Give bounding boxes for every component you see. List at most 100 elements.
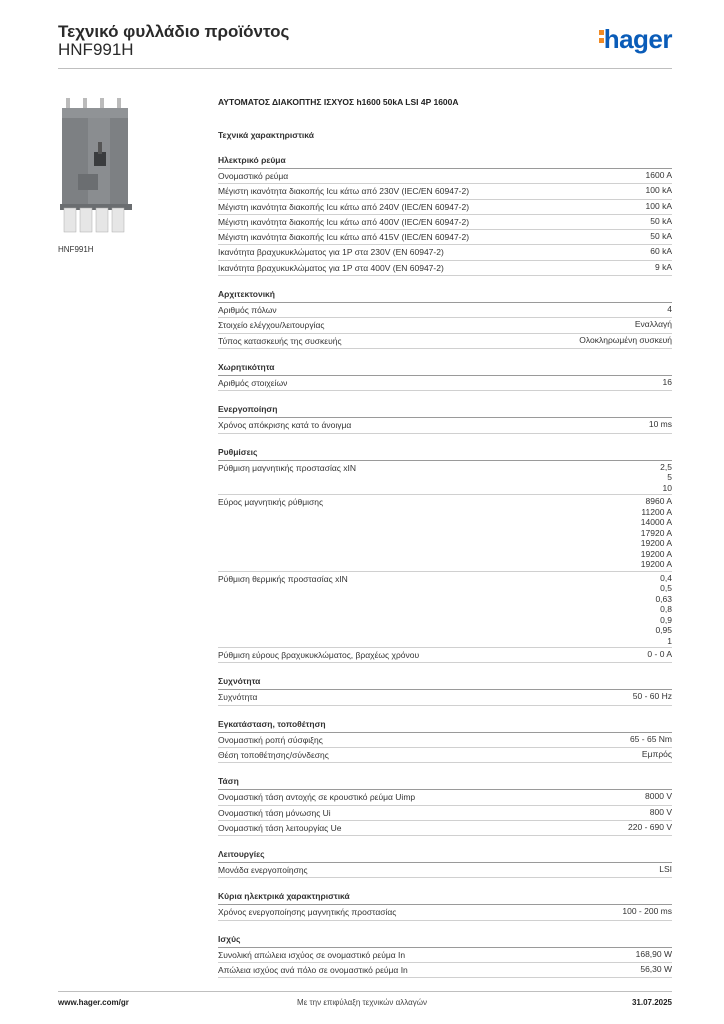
hager-logo: hager: [598, 24, 673, 55]
spec-row: Ικανότητα βραχυκυκλώματος για 1P στα 400…: [218, 261, 672, 277]
spec-value: 168,90 W: [635, 948, 672, 959]
section-title: Κύρια ηλεκτρικά χαρακτηριστικά: [218, 891, 672, 906]
spec-label: Μέγιστη ικανότητα διακοπής Icu κάτω από …: [218, 216, 470, 227]
spec-label: Ονομαστική τάση μόνωσης Ui: [218, 807, 331, 818]
spec-values: 9 kA: [655, 262, 672, 273]
spec-values: Ολοκληρωμένη συσκευή: [579, 335, 672, 346]
spec-value: 0,63: [655, 593, 672, 604]
spec-value: 65 - 65 Nm: [629, 733, 672, 744]
spec-value: 16: [662, 376, 672, 387]
spec-row: Χρόνος ενεργοποίησης μαγνητικής προστασί…: [218, 905, 672, 921]
spec-values: 8000 V: [645, 791, 672, 802]
spec-label: Ικανότητα βραχυκυκλώματος για 1P στα 230…: [218, 247, 444, 258]
spec-values: 56,30 W: [640, 964, 672, 975]
footer-notice: Με την επιφύλαξη τεχνικών αλλαγών: [297, 998, 427, 1007]
spec-value: 56,30 W: [640, 964, 672, 975]
spec-label: Αριθμός πόλων: [218, 305, 277, 316]
spec-row: Χρόνος απόκρισης κατά το άνοιγμα 10 ms: [218, 418, 672, 434]
spec-row: Μέγιστη ικανότητα διακοπής Icu κάτω από …: [218, 215, 672, 231]
spec-content: ΑΥΤΟΜΑΤΟΣ ΔΙΑΚΟΠΤΗΣ ΙΣΧΥΟΣ h1600 50kA LS…: [218, 97, 672, 979]
spec-value: 8960 A: [645, 496, 672, 507]
spec-value: 2,5: [660, 461, 672, 472]
section-title: Συχνότητα: [218, 676, 672, 691]
spec-values: 50 kA: [650, 216, 672, 227]
spec-values: Εμπρός: [642, 749, 672, 760]
spec-value: 11200 A: [641, 506, 672, 517]
spec-row: Μέγιστη ικανότητα διακοπής Icu κάτω από …: [218, 200, 672, 215]
spec-label: Αριθμός στοιχείων: [218, 377, 288, 388]
spec-value: Ολοκληρωμένη συσκευή: [579, 334, 672, 345]
spec-label: Μέγιστη ικανότητα διακοπής Icu κάτω από …: [218, 232, 470, 243]
image-caption: HNF991H: [58, 245, 94, 254]
spec-values: 100 kA: [646, 201, 672, 212]
spec-values: LSI: [659, 864, 672, 875]
spec-label: Συνολική απώλεια ισχύος σε ονομαστικό ρε…: [218, 949, 406, 960]
spec-label: Ρύθμιση μαγνητικής προστασίας xIN: [218, 462, 356, 473]
spec-value: 4: [667, 304, 672, 315]
spec-value: 60 kA: [650, 246, 672, 257]
section-title: Εγκατάσταση, τοποθέτηση: [218, 719, 672, 733]
spec-row: Ρύθμιση εύρους βραχυκυκλώματος, βραχέως …: [218, 648, 672, 664]
spec-value: 19200 A: [640, 559, 672, 570]
section-title: Ισχύς: [218, 934, 672, 948]
tech-heading: Τεχνικά χαρακτηριστικά: [218, 130, 314, 140]
spec-value: 14000 A: [640, 517, 672, 528]
spec-label: Μονάδα ενεργοποίησης: [218, 865, 308, 876]
spec-value: 0,95: [655, 625, 672, 636]
spec-value: 800 V: [649, 806, 672, 817]
spec-label: Τύπος κατασκευής της συσκευής: [218, 335, 342, 346]
spec-row: Ονομαστική τάση μόνωσης Ui 800 V: [218, 806, 672, 821]
section-title: Ρυθμίσεις: [218, 447, 672, 461]
spec-values: 100 kA: [646, 185, 672, 196]
spec-values: 10 ms: [649, 419, 672, 430]
spec-value: 10 ms: [648, 419, 672, 430]
logo-text: hager: [603, 24, 673, 54]
spec-values: 1600 A: [646, 170, 672, 181]
spec-values: 100 - 200 ms: [622, 906, 672, 917]
spec-label: Ρύθμιση θερμικής προστασίας xIN: [218, 573, 348, 584]
spec-label: Μέγιστη ικανότητα διακοπής Icu κάτω από …: [218, 201, 470, 212]
spec-label: Ρύθμιση εύρους βραχυκυκλώματος, βραχέως …: [218, 650, 420, 661]
spec-values: 50 kA: [650, 231, 672, 242]
footer-divider: [58, 991, 672, 992]
spec-row: Ονομαστική τάση αντοχής σε κρουστικό ρεύ…: [218, 790, 672, 806]
spec-value: 50 - 60 Hz: [632, 691, 672, 702]
spec-label: Ονομαστική τάση λειτουργίας Ue: [218, 822, 342, 833]
spec-values: 800 V: [650, 807, 672, 818]
spec-value: Εμπρός: [641, 748, 672, 759]
spec-values: 60 kA: [650, 246, 672, 257]
spec-value: 19200 A: [640, 538, 672, 549]
spec-row: Μέγιστη ικανότητα διακοπής Icu κάτω από …: [218, 184, 672, 200]
spec-label: Ικανότητα βραχυκυκλώματος για 1P στα 400…: [218, 262, 444, 273]
spec-value: Εναλλαγή: [634, 319, 672, 330]
spec-value: 8000 V: [645, 791, 672, 802]
spec-label: Χρόνος απόκρισης κατά το άνοιγμα: [218, 420, 352, 431]
spec-row: Ικανότητα βραχυκυκλώματος για 1P στα 230…: [218, 245, 672, 261]
section-title: Ενεργοποίηση: [218, 404, 672, 419]
spec-label: Συχνότητα: [218, 692, 258, 703]
section-title: Τάση: [218, 776, 672, 791]
spec-value: 9 kA: [654, 261, 672, 272]
spec-label: Εύρος μαγνητικής ρύθμισης: [218, 497, 324, 508]
product-code: HNF991H: [58, 40, 134, 59]
page-title: Τεχνικό φυλλάδιο προϊόντος: [58, 22, 290, 41]
spec-label: Μέγιστη ικανότητα διακοπής Icu κάτω από …: [218, 186, 470, 197]
spec-value: 0,9: [660, 614, 672, 625]
spec-values: 50 - 60 Hz: [633, 691, 672, 702]
spec-value: 17920 A: [640, 527, 672, 538]
